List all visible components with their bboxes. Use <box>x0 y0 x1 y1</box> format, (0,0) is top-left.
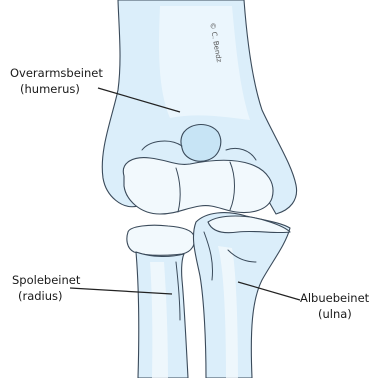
humerus-label: Overarmsbeinet (humerus) <box>10 65 103 97</box>
ulna-label-name: Albuebeinet <box>300 290 369 306</box>
radius-label-name: Spolebeinet <box>12 272 80 288</box>
ulna-bone <box>193 213 290 378</box>
ulna-label-latin: (ulna) <box>300 306 369 322</box>
humerus-fossa <box>181 125 221 162</box>
radius-label-latin: (radius) <box>12 288 80 304</box>
ulna-trochlear-notch <box>208 216 290 233</box>
humerus-condyles <box>123 158 273 214</box>
radius-label: Spolebeinet (radius) <box>12 272 80 304</box>
humerus-label-latin: (humerus) <box>10 81 103 97</box>
humerus-label-name: Overarmsbeinet <box>10 65 103 81</box>
ulna-label: Albuebeinet (ulna) <box>300 290 369 322</box>
radius-head <box>127 225 195 255</box>
